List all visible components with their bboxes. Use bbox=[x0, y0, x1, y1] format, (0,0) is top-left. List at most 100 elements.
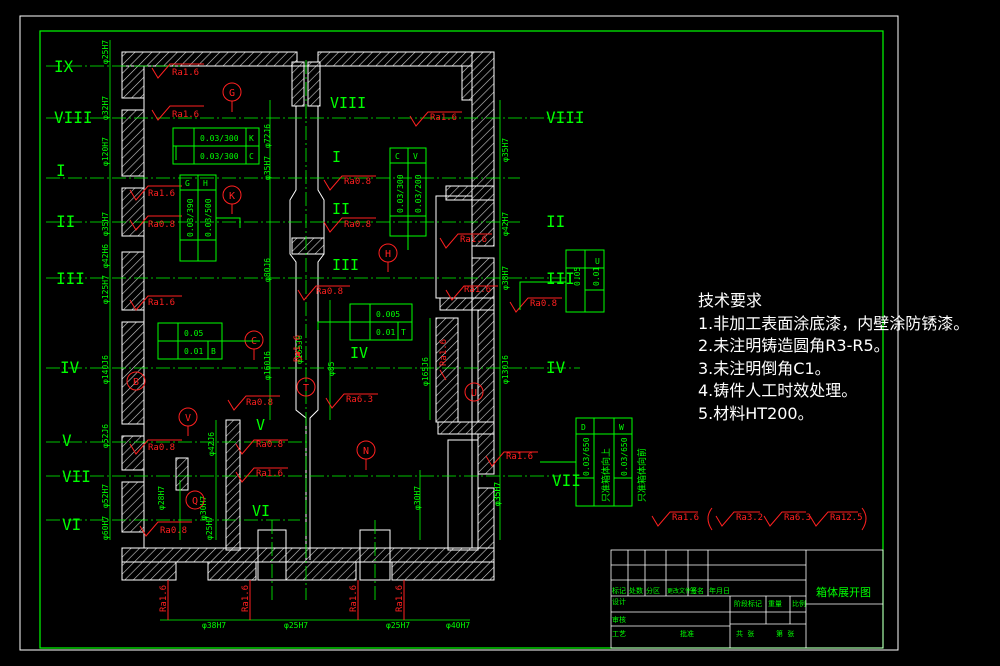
datum-letter: Q bbox=[192, 496, 198, 507]
dimension-text: φ38H7 bbox=[501, 266, 510, 290]
dimension-text: φ25H7 bbox=[101, 40, 110, 64]
datum-letter: G bbox=[229, 88, 235, 99]
roughness-text: Ra1.6 bbox=[172, 68, 199, 78]
title-block-label: 签名 bbox=[690, 586, 704, 595]
section-label: VII bbox=[552, 471, 581, 490]
roughness-text: Ra0.8 bbox=[160, 526, 187, 536]
tolerance-ref: B bbox=[211, 347, 216, 356]
section-label: II bbox=[332, 200, 350, 218]
roughness-text: Ra1.6 bbox=[256, 469, 283, 479]
roughness-marks bbox=[129, 63, 562, 620]
dimension-text: φ30H7 bbox=[199, 496, 208, 520]
section-label: IV bbox=[546, 358, 566, 377]
title-block bbox=[610, 549, 884, 649]
section-label: III bbox=[56, 269, 85, 288]
section-label: V bbox=[62, 431, 72, 450]
tolerance-value: 0.03/300 bbox=[200, 152, 239, 161]
tolerance-ref: D bbox=[581, 423, 586, 432]
title-block-label: 更改文件号 bbox=[667, 587, 697, 595]
tolerance-ref: G bbox=[185, 179, 190, 188]
section-label: II bbox=[56, 212, 75, 231]
dimension-text: φ25H7 bbox=[284, 621, 308, 630]
dimension-text: φ165J6 bbox=[421, 357, 430, 386]
section-label: III bbox=[546, 269, 575, 288]
section-label: V bbox=[256, 416, 265, 434]
dimension-text: φ52H7 bbox=[101, 484, 110, 508]
tolerance-frames bbox=[157, 127, 633, 507]
datum-letter: B bbox=[133, 377, 139, 388]
section-labels-left: IX VIII I II III IV V VII VI bbox=[54, 57, 93, 534]
technical-requirements: 技术要求 1.非加工表面涂底漆，内壁涂防锈漆。 2.未注明铸造圆角R3-R5。 … bbox=[698, 290, 969, 425]
dimension-texts-bottom: φ38H7 φ25H7 φ25H7 φ40H7 bbox=[202, 621, 470, 630]
dimension-text: φ35H7 bbox=[493, 482, 502, 506]
tolerance-value: 0.01 bbox=[184, 347, 203, 356]
dimension-text: φ42H7 bbox=[501, 212, 510, 236]
section-label: VII bbox=[62, 467, 91, 486]
legend-text: Ra1.6 bbox=[672, 513, 699, 523]
title-block-label: 年月日 bbox=[709, 586, 730, 595]
roughness-text: Ra0.8 bbox=[316, 287, 343, 297]
tolerance-ref: K bbox=[249, 134, 254, 143]
dimension-text: φ42J6 bbox=[207, 432, 216, 456]
inner-frame bbox=[39, 30, 884, 649]
roughness-legend bbox=[651, 507, 867, 531]
tolerance-ref: C bbox=[249, 152, 254, 161]
dimension-text: φ120H7 bbox=[101, 137, 110, 166]
datum-letter: T bbox=[303, 383, 309, 394]
dimension-text: φ80J6 bbox=[263, 258, 272, 282]
section-label: II bbox=[546, 212, 565, 231]
dimension-text: φ30H7 bbox=[413, 486, 422, 510]
section-label: IV bbox=[350, 344, 368, 362]
tech-item: 2.未注明铸造圆角R3-R5。 bbox=[698, 336, 890, 355]
dimension-text: φ35H7 bbox=[493, 482, 502, 506]
tech-item: 4.铸件人工时效处理。 bbox=[698, 381, 858, 400]
tolerance-value: 0.03/300 bbox=[396, 174, 405, 213]
drawing-title: 箱体展开图 bbox=[816, 585, 871, 599]
tech-title: 技术要求 bbox=[698, 291, 763, 310]
title-block-label: 处数 bbox=[629, 586, 643, 595]
tech-item: 3.未注明倒角C1。 bbox=[698, 358, 831, 378]
roughness-text: Ra0.8 bbox=[344, 177, 371, 187]
legend-text: Ra6.3 bbox=[784, 513, 811, 523]
dimension-text: φ35H7 bbox=[501, 138, 510, 162]
dimension-text: φ28H7 bbox=[157, 486, 166, 510]
datum-letter: V bbox=[185, 413, 191, 424]
roughness-text: Ra1.6 bbox=[430, 113, 457, 123]
roughness-text: Ra6.3 bbox=[346, 395, 373, 405]
datum-letters: G K H C B T U V N Q bbox=[133, 88, 477, 507]
dimension-text: φ40H7 bbox=[446, 621, 470, 630]
tolerance-value: 0.03/650 bbox=[620, 437, 629, 476]
roughness-texts: Ra1.6 Ra1.6 Ra1.6 Ra0.8 Ra1.6 Ra1.6 Ra0.… bbox=[148, 68, 557, 612]
title-block-label: 阶段标记 bbox=[734, 599, 762, 608]
dimension-text: φ85 bbox=[327, 361, 336, 376]
roughness-text: Ra1.6 bbox=[148, 189, 175, 199]
title-block-label: 审核 bbox=[612, 615, 626, 624]
tolerance-ref: U bbox=[595, 257, 600, 266]
roughness-text: Ra1.6 bbox=[172, 110, 199, 120]
roughness-text: Ra0.8 bbox=[246, 398, 273, 408]
tech-item: 5.材料HT200。 bbox=[698, 403, 814, 423]
tolerance-ref: V bbox=[413, 152, 418, 161]
title-block-label: 分区 bbox=[646, 586, 660, 595]
title-block-label: 共 张 bbox=[736, 629, 754, 638]
tolerance-value: 0.05 bbox=[573, 267, 582, 286]
roughness-text: Ra1.6 bbox=[460, 235, 487, 245]
section-label: VIII bbox=[54, 108, 93, 127]
section-labels-right: VIII II III IV VII bbox=[546, 108, 585, 490]
dimension-text: φ72J6 bbox=[263, 124, 272, 148]
roughness-text: Ra1.6 bbox=[439, 339, 449, 366]
roughness-text: Ra0.8 bbox=[530, 299, 557, 309]
datum-letter: N bbox=[363, 446, 369, 457]
dimension-text: φ52J6 bbox=[101, 424, 110, 448]
roughness-text: Ra1.6 bbox=[148, 298, 175, 308]
title-block-label: 重量 bbox=[768, 600, 782, 608]
section-label: VI bbox=[252, 502, 270, 520]
roughness-text: Ra0.8 bbox=[256, 440, 283, 450]
roughness-text: Ra0.8 bbox=[148, 443, 175, 453]
title-block-texts: 标记 处数 分区 更改文件号 签名 年月日 设计 阶段标记 重量 比例 审核 工… bbox=[612, 585, 871, 638]
tolerance-value: 0.005 bbox=[376, 310, 400, 319]
tolerance-ref: C bbox=[395, 152, 400, 161]
section-label: I bbox=[56, 161, 66, 180]
title-block-label: 工艺 bbox=[612, 630, 626, 638]
